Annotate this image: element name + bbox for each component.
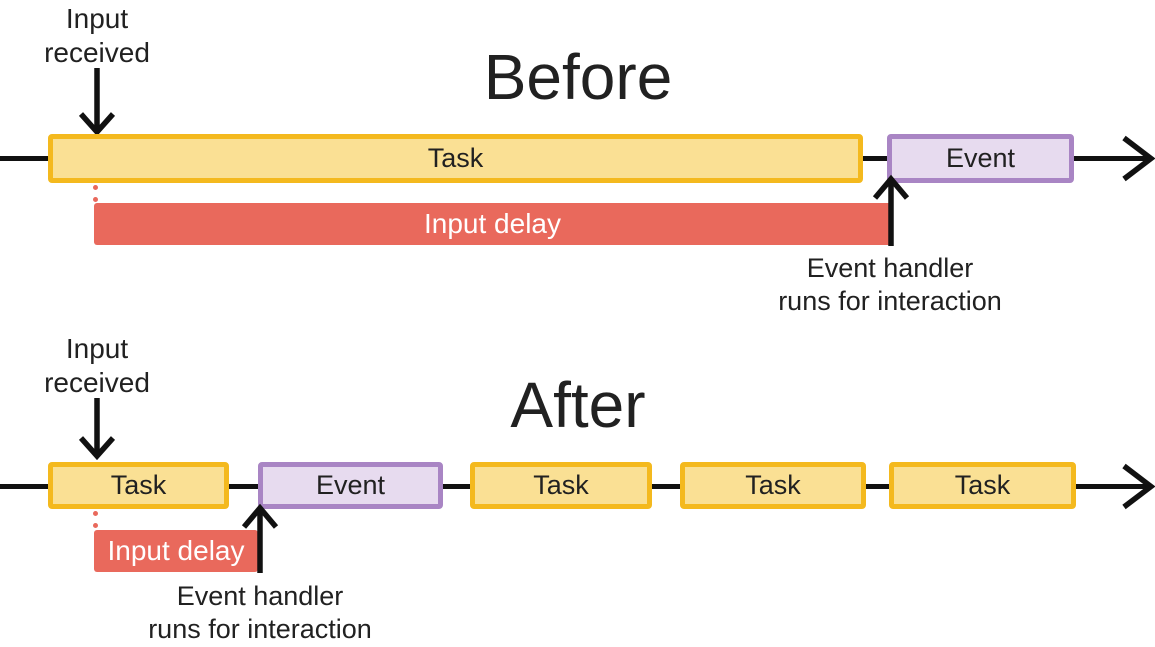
after-task-3-label: Task bbox=[745, 470, 801, 500]
after-task-2-label: Task bbox=[533, 470, 589, 500]
before-task-bar: Task bbox=[48, 134, 863, 183]
before-input-delay-dotted-line bbox=[93, 185, 98, 202]
before-input-delay-label: Input delay bbox=[424, 208, 561, 239]
before-title: Before bbox=[483, 41, 673, 113]
after-task-1-label: Task bbox=[110, 470, 167, 500]
after-input-received-label: Input received bbox=[44, 333, 150, 399]
after-task-4-label: Task bbox=[954, 470, 1011, 500]
after-event-bar: Event bbox=[258, 462, 443, 509]
after-task-bar-4: Task bbox=[889, 462, 1076, 509]
before-input-received-label: Input received bbox=[44, 3, 150, 69]
after-task-bar-3: Task bbox=[680, 462, 866, 509]
after-task-bar-2: Task bbox=[470, 462, 652, 509]
before-timeline-arrowhead-icon bbox=[1122, 135, 1155, 182]
before-event-handler-caption: Event handler runs for interaction bbox=[778, 253, 1002, 316]
before-input-delay-bar: Input delay bbox=[94, 203, 891, 245]
after-event-handler-up-arrow-icon bbox=[241, 503, 279, 573]
after-task-bar-1: Task bbox=[48, 462, 229, 509]
after-event-label: Event bbox=[315, 470, 386, 500]
after-input-delay-dotted-line bbox=[93, 511, 98, 528]
after-timeline-arrowhead-icon bbox=[1122, 463, 1155, 510]
before-event-bar: Event bbox=[887, 134, 1074, 183]
before-task-label: Task bbox=[427, 143, 484, 173]
after-input-delay-bar: Input delay bbox=[94, 530, 258, 572]
before-input-down-arrow-icon bbox=[78, 68, 116, 137]
before-event-label: Event bbox=[945, 143, 1016, 173]
after-title: After bbox=[510, 369, 646, 441]
before-event-handler-up-arrow-icon bbox=[872, 174, 910, 246]
after-input-delay-label: Input delay bbox=[107, 535, 245, 566]
after-event-handler-caption: Event handler runs for interaction bbox=[148, 581, 372, 644]
after-input-down-arrow-icon bbox=[78, 398, 116, 461]
